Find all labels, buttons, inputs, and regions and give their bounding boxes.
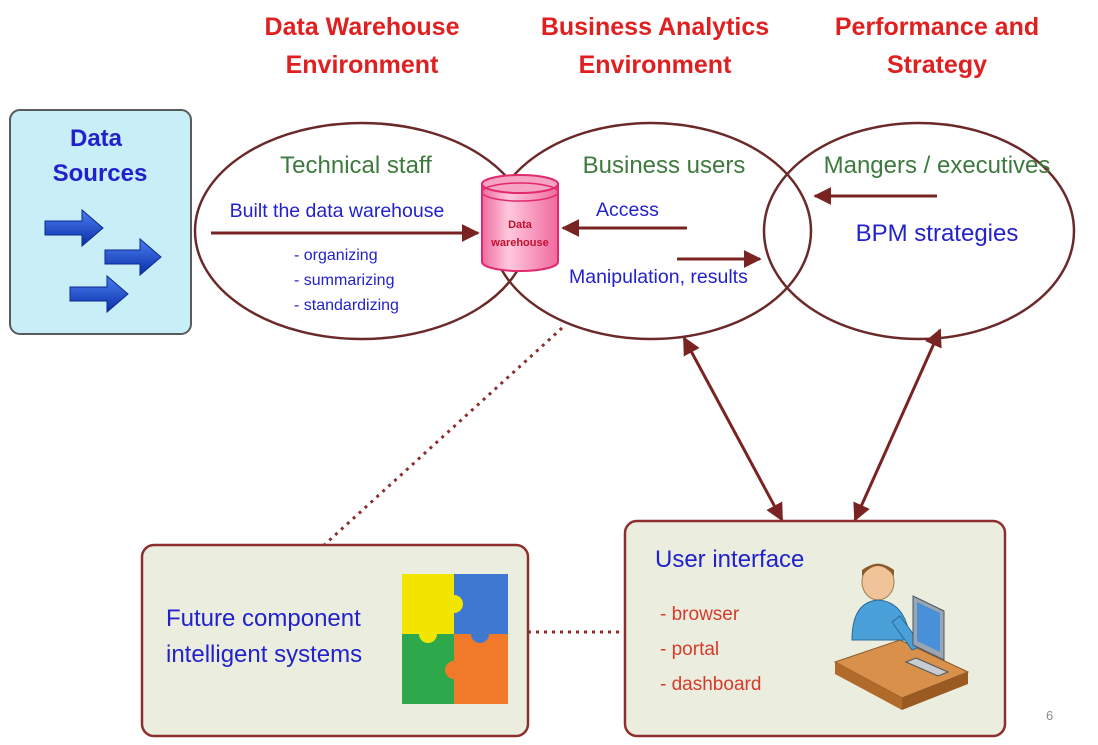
future-component-label-line1: Future component bbox=[166, 605, 361, 632]
puzzle-icon bbox=[402, 574, 508, 704]
performance-strategy-header-line1: Performance and bbox=[835, 13, 1039, 41]
managers-executives-label: Mangers / executives bbox=[824, 152, 1051, 179]
computer-user-icon bbox=[833, 563, 970, 710]
technical-staff-label: Technical staff bbox=[280, 152, 432, 179]
future-component-connector bbox=[320, 326, 564, 549]
organizing-step: - organizing bbox=[294, 247, 378, 264]
built-data-warehouse-label: Built the data warehouse bbox=[230, 200, 445, 222]
business-ui-double-arrow bbox=[682, 336, 784, 522]
data-flow-arrow-icon bbox=[44, 208, 104, 248]
user-interface-title: User interface bbox=[655, 546, 804, 573]
ba-environment-header-line2: Environment bbox=[579, 51, 732, 79]
ui-item-portal: - portal bbox=[660, 639, 719, 660]
access-label: Access bbox=[596, 199, 659, 221]
strategy-ui-double-arrow bbox=[853, 328, 942, 522]
ui-item-browser: - browser bbox=[660, 604, 740, 625]
data-flow-arrow-icon bbox=[69, 274, 129, 314]
dw-environment-header-line1: Data Warehouse bbox=[265, 13, 460, 41]
data-warehouse-label-line2: warehouse bbox=[490, 237, 548, 249]
data-flow-arrow-icon bbox=[104, 237, 162, 277]
data-warehouse-label-line1: Data bbox=[508, 219, 533, 231]
data-sources-label-line2: Sources bbox=[53, 160, 148, 187]
ui-item-dashboard: - dashboard bbox=[660, 674, 761, 695]
dw-environment-header-line2: Environment bbox=[286, 51, 439, 79]
manipulation-results-label: Manipulation, results bbox=[569, 266, 748, 288]
data-sources-box bbox=[9, 109, 192, 335]
bpm-strategies-label: BPM strategies bbox=[856, 220, 1019, 247]
standardizing-step: - standardizing bbox=[294, 297, 399, 314]
future-component-label-line2: intelligent systems bbox=[166, 641, 362, 668]
summarizing-step: - summarizing bbox=[294, 272, 394, 289]
performance-strategy-header-line2: Strategy bbox=[887, 51, 987, 79]
page-number: 6 bbox=[1046, 708, 1053, 723]
ba-environment-header-line1: Business Analytics bbox=[541, 13, 769, 41]
data-warehouse-cylinder-icon bbox=[481, 174, 559, 272]
business-users-label: Business users bbox=[583, 152, 746, 179]
data-sources-label-line1: Data bbox=[70, 125, 123, 152]
